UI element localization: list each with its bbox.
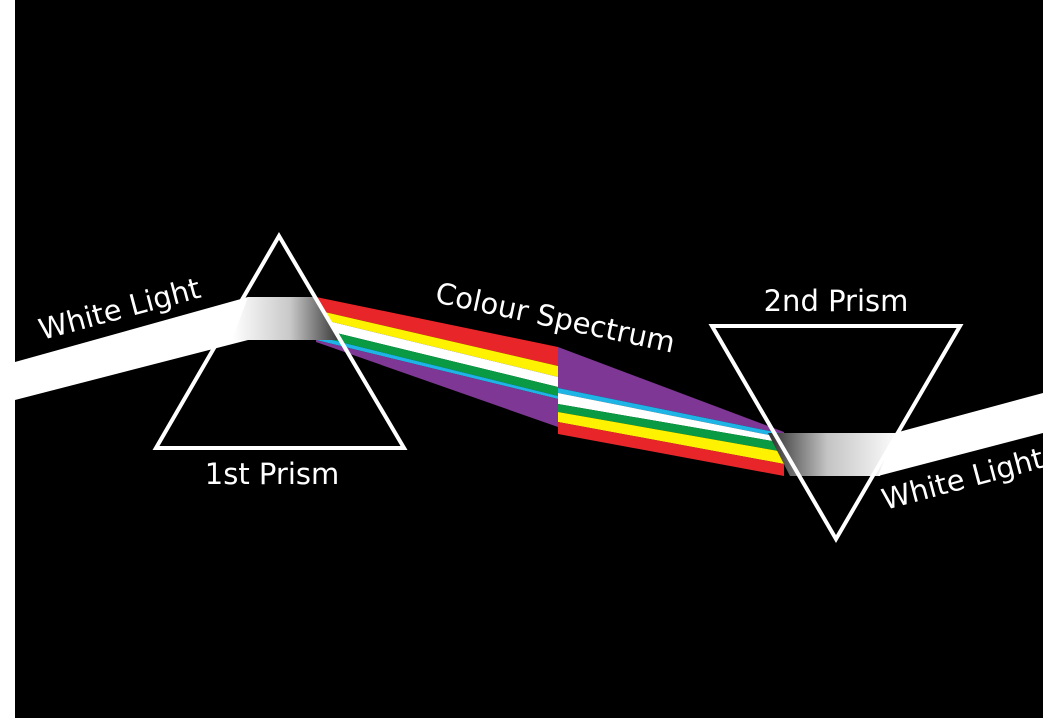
prism-1-label: 1st Prism [205,457,339,491]
prism-2-label: 2nd Prism [764,284,909,318]
